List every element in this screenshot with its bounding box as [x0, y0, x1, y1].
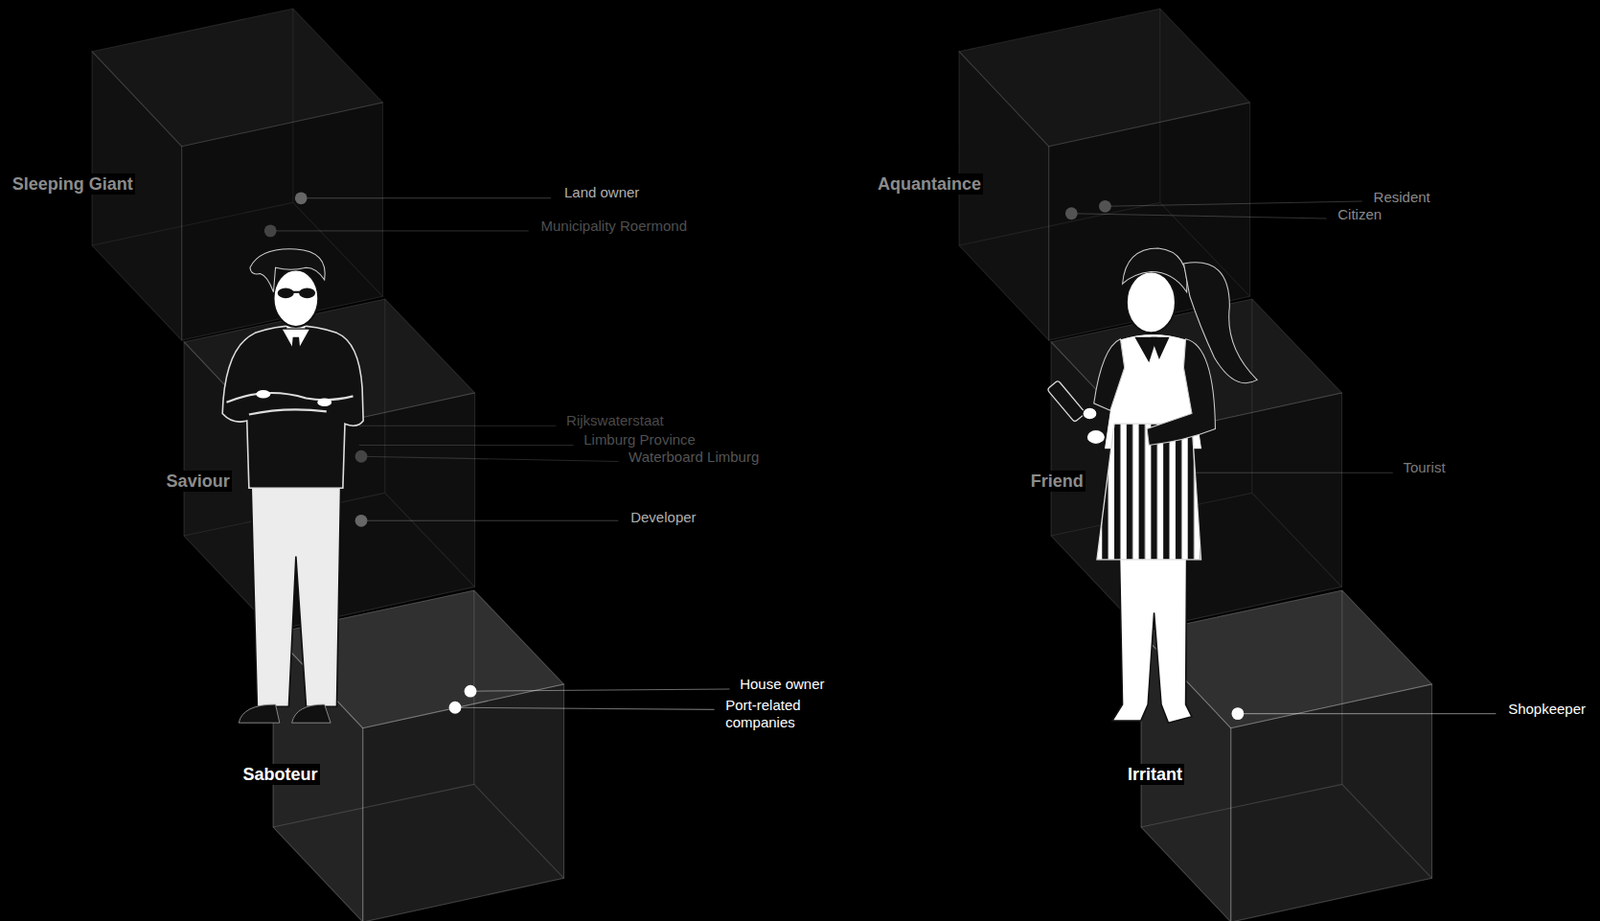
cuboid-edge — [273, 783, 475, 827]
cuboid-edge — [1160, 202, 1251, 297]
label-holder: Waterboard Limburg — [628, 448, 759, 466]
heading-holder: Aquantaince — [875, 173, 983, 195]
stakeholder-block: Aquantaince — [959, 8, 1251, 341]
label-holder: Municipality Roermond — [540, 217, 687, 235]
stakeholder-heading: Saboteur — [240, 763, 320, 785]
cuboid-edge — [1252, 492, 1343, 587]
stakeholder-heading: Aquantaince — [875, 173, 983, 195]
stakeholder-block: Saboteur — [273, 590, 565, 921]
stakeholder-label: Land owner — [564, 183, 640, 202]
label-holder: House owner — [739, 675, 824, 693]
cuboid-outline — [959, 8, 1251, 341]
heading-holder: Saboteur — [240, 763, 320, 785]
cuboid-edge — [385, 492, 476, 587]
stakeholder-label: Waterboard Limburg — [628, 448, 759, 466]
cuboid-outline — [273, 590, 565, 921]
stakeholder-heading: Friend — [1028, 470, 1086, 492]
cuboid-face — [1141, 392, 1343, 631]
stakeholder-block: Saviour — [183, 298, 476, 631]
stakeholder-block: Friend — [1051, 298, 1343, 631]
heading-holder: Sleeping Giant — [10, 173, 136, 195]
label-holder: Limburg Province — [583, 431, 696, 449]
cuboid-edge — [474, 590, 476, 784]
stakeholder-heading: Saviour — [164, 470, 232, 492]
cuboid-edge — [183, 492, 386, 536]
cuboid-face — [1230, 684, 1432, 921]
stakeholder-label: Port-related companies — [725, 696, 840, 732]
cuboid-edge — [1159, 8, 1161, 203]
stakeholder-label: Developer — [630, 508, 696, 526]
cuboid-face — [363, 684, 565, 921]
heading-holder: Saviour — [164, 470, 232, 492]
cuboid-face — [959, 50, 1050, 340]
label-holder: Land owner — [564, 183, 640, 202]
stakeholder-heading: Sleeping Giant — [10, 173, 136, 195]
cuboid-outline — [183, 298, 476, 631]
cuboid-edge — [474, 783, 565, 878]
heading-holder: Friend — [1028, 470, 1086, 492]
cuboid-edge — [91, 202, 294, 246]
stakeholder-label: Municipality Roermond — [540, 217, 687, 235]
cuboid-face — [273, 392, 475, 631]
label-holder: Rijkswaterstaat — [566, 411, 664, 430]
cuboid-edge — [293, 202, 384, 297]
cuboid-edge — [384, 298, 386, 493]
cuboid-edge — [1251, 298, 1253, 493]
label-holder: Developer — [630, 508, 696, 526]
cuboid-edge — [1341, 590, 1343, 784]
cuboid-edge — [1141, 783, 1343, 827]
cuboid-face — [1049, 102, 1251, 341]
label-holder: Shopkeeper — [1508, 700, 1586, 718]
stakeholder-block: Sleeping Giant — [91, 8, 384, 341]
heading-holder: Irritant — [1125, 763, 1185, 785]
stakeholder-label: Citizen — [1337, 205, 1382, 224]
label-holder: Port-related companies — [725, 696, 840, 732]
label-holder: Tourist — [1402, 458, 1445, 477]
cuboid-face — [91, 50, 183, 340]
stakeholder-label: Tourist — [1402, 458, 1445, 477]
label-holder: Resident — [1373, 188, 1431, 206]
cuboid-edge — [292, 8, 294, 203]
label-holder: Citizen — [1337, 205, 1382, 224]
stakeholder-heading: Irritant — [1125, 763, 1185, 785]
stakeholder-label: Shopkeeper — [1508, 700, 1586, 718]
cuboid-outline — [91, 8, 384, 341]
cuboid-outline — [1051, 298, 1343, 631]
cuboid-face — [182, 102, 384, 341]
cuboid-outline — [1141, 590, 1433, 921]
cuboid-edge — [959, 202, 1161, 246]
stakeholder-label: Limburg Province — [583, 431, 696, 449]
stakeholder-label: House owner — [739, 675, 824, 693]
cuboid-edge — [1342, 783, 1433, 878]
stakeholder-label: Resident — [1373, 188, 1431, 206]
stakeholder-label: Rijkswaterstaat — [566, 411, 664, 430]
cuboid-edge — [1051, 492, 1253, 536]
stakeholder-block: Irritant — [1141, 590, 1433, 921]
